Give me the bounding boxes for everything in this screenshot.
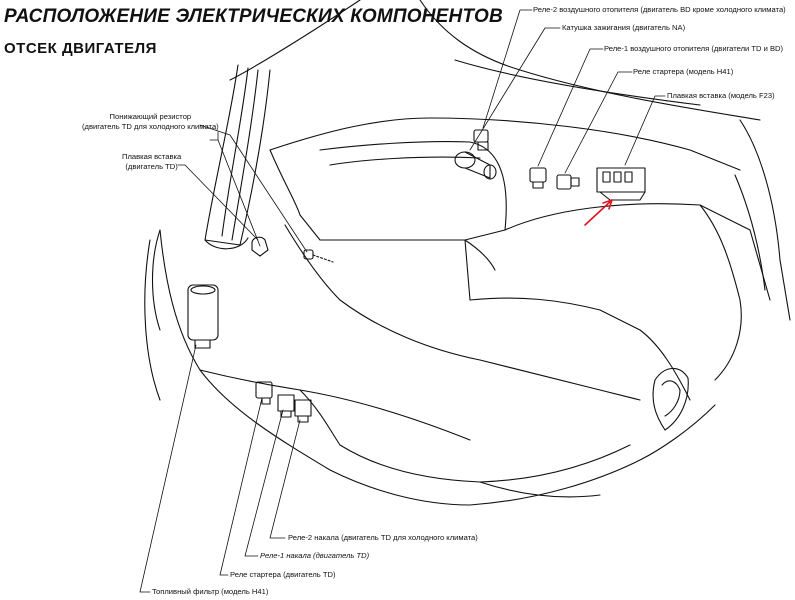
windshield-line (229, 0, 361, 81)
page-subtitle: Отсек двигателя (4, 40, 157, 57)
starter-relay-bottom-part (255, 381, 273, 405)
starter-relay-top-part (556, 174, 580, 190)
right-headlamp (652, 367, 689, 431)
left-inner-fender (144, 239, 161, 401)
left-strut-inner2 (231, 69, 259, 241)
left-strut-outline (204, 64, 271, 246)
label-glow-relay1: Реле-1 накала (двигатель TD) (260, 551, 370, 560)
label-fusible-link-td-line1: Плавкая вставка (122, 152, 182, 161)
resistor-part (303, 249, 334, 263)
glow-relay2-part (294, 399, 312, 423)
mid-block (479, 359, 641, 401)
fusible-link-td-part (251, 236, 269, 257)
label-glow-relay2: Реле-2 накала (двигатель TD для холодног… (288, 533, 478, 542)
right-fender-inner (734, 174, 766, 291)
left-strut-inner (221, 67, 249, 237)
glow-relay1-part (277, 394, 295, 418)
strut-base (204, 237, 249, 250)
fusible-link-f23-part (596, 167, 646, 201)
engine-top-edge (269, 117, 741, 171)
fuel-filter-part (187, 284, 219, 349)
hood-outline (419, 0, 761, 121)
valve-cover (319, 140, 507, 241)
label-starter-relay-top: Реле стартера (модель H41) (633, 67, 734, 76)
label-heater-relay1: Реле-1 воздушного отопителя (двигатели T… (604, 44, 784, 53)
engine-side-block (464, 239, 641, 331)
label-heater-relay2: Реле-2 воздушного отопителя (двигатель B… (533, 5, 786, 14)
lower-body-bottom (469, 404, 716, 506)
heater-relay1-part (529, 167, 547, 189)
highlight-arrow (584, 199, 613, 226)
engine-front-edge (269, 149, 496, 271)
lower-body-left (159, 229, 471, 506)
wheel-arch-left (152, 229, 161, 331)
bumper-line (479, 481, 601, 498)
label-resistor-line2: (двигатель TD для холодного климата) (82, 121, 219, 131)
engine-right-lower (639, 329, 691, 401)
right-fender (739, 119, 791, 321)
page-title: Расположение электрических компонентов (4, 6, 503, 27)
label-fuel-filter: Топливный фильтр (модель H41) (152, 587, 269, 596)
frame-rail (299, 389, 631, 483)
label-resistor-line1: Понижающий резистор (109, 112, 192, 121)
label-fusible-link-td: Плавкая вставка (двигатель TD) (122, 152, 181, 171)
lower-body-inner (199, 369, 471, 441)
valve-cover-top (329, 156, 481, 166)
engine-right-mass (504, 203, 771, 301)
label-resistor: Понижающий резистор (двигатель TD для хо… (82, 112, 219, 131)
hood-inner-line (454, 59, 701, 106)
engine-left-edge (284, 224, 481, 361)
right-headlamp-inner (661, 380, 681, 417)
ignition-coil-part (454, 151, 497, 180)
leader-lines (139, 9, 666, 593)
heater-relay2-part (473, 129, 489, 151)
label-ignition-coil: Катушка зажигания (двигатель NA) (562, 23, 686, 32)
engine-right-curve (699, 204, 742, 381)
label-fusible-link-f23: Плавкая вставка (модель F23) (667, 91, 775, 100)
label-fusible-link-td-line2: (двигатель TD) (125, 161, 178, 171)
label-starter-relay-bottom: Реле стартера (двигатель TD) (230, 570, 336, 579)
